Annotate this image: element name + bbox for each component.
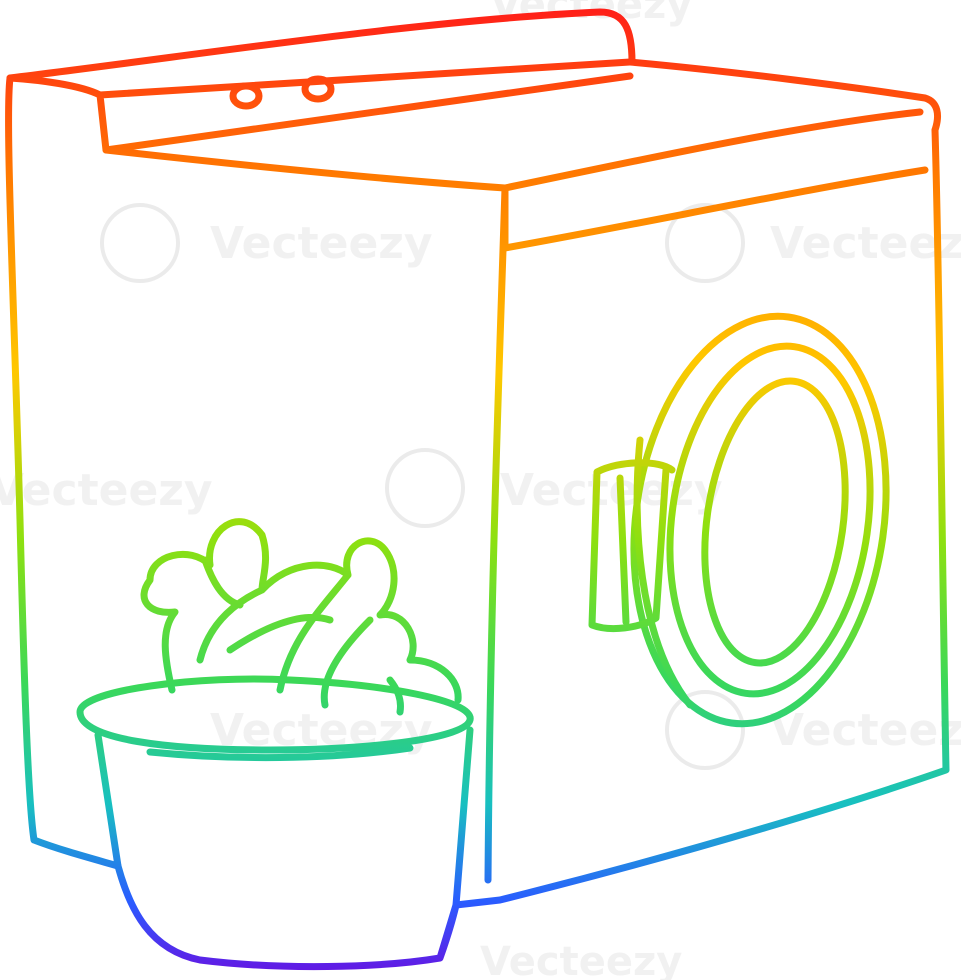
- watermark-text: Vecteezy: [210, 218, 433, 269]
- control-knob: [301, 75, 335, 103]
- door-glass: [701, 377, 849, 667]
- watermark-text: Vecteezy: [770, 218, 961, 269]
- laundry-clothes: [140, 518, 462, 716]
- vecteezy-v-logo-icon: [665, 203, 745, 283]
- door-handle: [588, 459, 676, 633]
- laundry-basket: [76, 675, 474, 971]
- vecteezy-v-logo-icon: [665, 690, 745, 770]
- watermark-text: Vecteezy: [0, 465, 213, 516]
- door-rim-shadow: [633, 436, 694, 709]
- watermark-text: Vecteezy: [480, 939, 682, 980]
- watermark-text: Vecteezy: [500, 465, 723, 516]
- door-middle-ring: [666, 342, 874, 698]
- machine-front-face: [452, 126, 950, 909]
- machine-top-surface: [102, 58, 941, 252]
- watermark-text: Vecteezy: [770, 705, 961, 756]
- machine-top-panel: [6, 8, 636, 154]
- vecteezy-v-logo-icon: [100, 203, 180, 283]
- machine-left-side: [5, 74, 122, 870]
- vecteezy-v-logo-icon: [385, 448, 465, 528]
- control-knob: [229, 82, 263, 110]
